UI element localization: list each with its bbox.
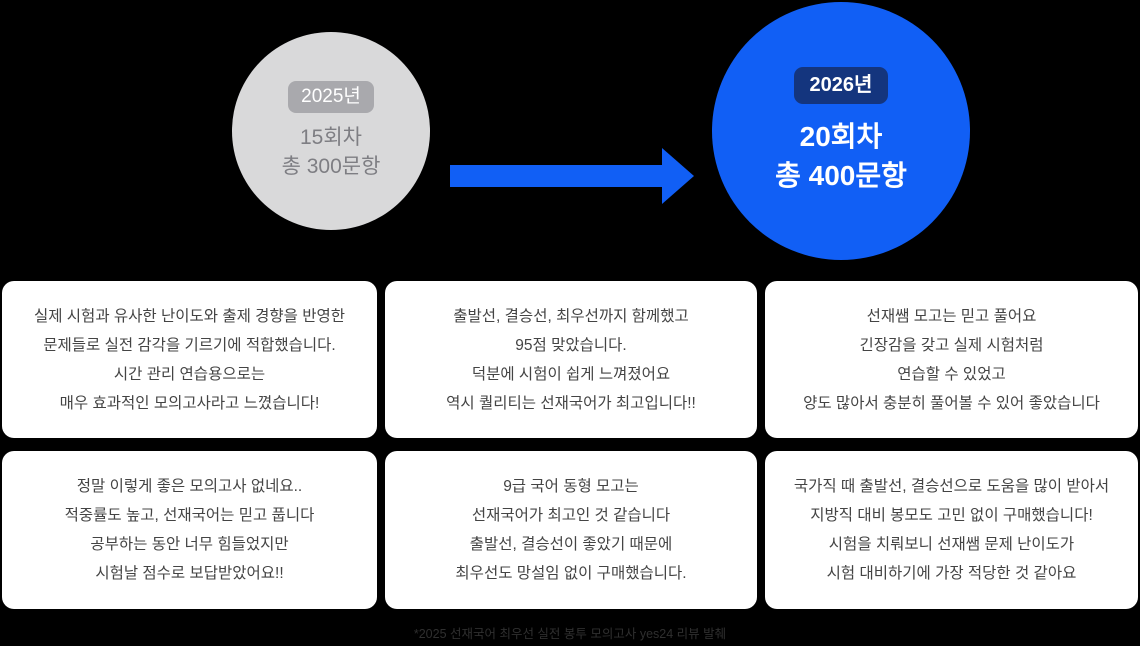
testimonial-line: 국가직 때 출발선, 결승선으로 도움을 많이 받아서	[793, 478, 1110, 495]
testimonial-line: 실제 시험과 유사한 난이도와 출제 경향을 반영한	[33, 307, 346, 325]
testimonial-line: 시험날 점수로 보답받았어요!!	[95, 565, 284, 582]
rounds-count-2026: 20회차	[799, 121, 883, 152]
circle-2025: 2025년 15회차 총 300문항	[232, 32, 430, 230]
testimonial-line: 적중률도 높고, 선재국어는 믿고 풉니다	[64, 507, 315, 524]
testimonial-line: 역시 퀄리티는 선재국어가 최고입니다!!	[446, 394, 696, 412]
testimonial-card: 9급 국어 동형 모고는 선재국어가 최고인 것 같습니다 출발선, 결승선이 …	[385, 451, 757, 609]
testimonial-line: 시간 관리 연습용으로는	[113, 365, 266, 383]
testimonial-line: 시험을 치뤄보니 선재쌤 문제 난이도가	[828, 536, 1075, 553]
testimonial-line: 매우 효과적인 모의고사라고 느꼈습니다!	[59, 394, 320, 412]
testimonial-line: 긴장감을 갖고 실제 시험처럼	[859, 336, 1044, 354]
testimonial-line: 95점 맞았습니다.	[515, 336, 627, 354]
testimonial-line: 선재쌤 모고는 믿고 풀어요	[866, 307, 1037, 325]
testimonial-line: 덕분에 시험이 쉽게 느껴졌어요	[471, 365, 671, 383]
circle-2026: 2026년 20회차 총 400문항	[712, 2, 970, 260]
testimonial-line: 최우선도 망설임 없이 구매했습니다.	[455, 565, 687, 582]
arrow-right-icon	[450, 148, 694, 204]
rounds-count-2025: 15회차	[300, 126, 362, 149]
testimonial-card: 실제 시험과 유사한 난이도와 출제 경향을 반영한 문제들로 실전 감각을 기…	[2, 281, 377, 438]
testimonial-card: 선재쌤 모고는 믿고 풀어요 긴장감을 갖고 실제 시험처럼 연습할 수 있었고…	[765, 281, 1138, 438]
testimonial-line: 연습할 수 있었고	[897, 365, 1006, 383]
testimonial-line: 출발선, 결승선이 좋았기 때문에	[469, 536, 673, 553]
testimonial-line: 시험 대비하기에 가장 적당한 것 같아요	[826, 565, 1077, 582]
questions-count-2026: 총 400문항	[775, 160, 907, 191]
testimonial-line: 문제들로 실전 감각을 기르기에 적합했습니다.	[43, 336, 336, 354]
year-badge-2025: 2025년	[288, 81, 374, 113]
testimonial-line: 정말 이렇게 좋은 모의고사 없네요..	[76, 478, 303, 495]
review-source-footnote: *2025 선재국어 최우선 실전 봉투 모의고사 yes24 리뷰 발췌	[413, 627, 727, 641]
testimonial-line: 양도 많아서 충분히 풀어볼 수 있어 좋았습니다	[803, 394, 1100, 412]
testimonial-line: 공부하는 동안 너무 힘들었지만	[90, 536, 289, 553]
testimonial-line: 9급 국어 동형 모고는	[503, 478, 639, 495]
testimonial-card: 출발선, 결승선, 최우선까지 함께했고 95점 맞았습니다. 덕분에 시험이 …	[385, 281, 757, 438]
arrow-shaft	[450, 165, 663, 187]
testimonial-line: 출발선, 결승선, 최우선까지 함께했고	[453, 307, 689, 325]
testimonial-card: 정말 이렇게 좋은 모의고사 없네요.. 적중률도 높고, 선재국어는 믿고 풉…	[2, 451, 377, 609]
arrow-head	[662, 148, 694, 204]
questions-count-2025: 총 300문항	[281, 155, 381, 178]
testimonial-line: 지방직 대비 봉모도 고민 없이 구매했습니다!	[810, 507, 1093, 524]
testimonial-line: 선재국어가 최고인 것 같습니다	[471, 507, 671, 524]
year-badge-2026: 2026년	[793, 67, 889, 104]
testimonial-card: 국가직 때 출발선, 결승선으로 도움을 많이 받아서 지방직 대비 봉모도 고…	[765, 451, 1138, 609]
